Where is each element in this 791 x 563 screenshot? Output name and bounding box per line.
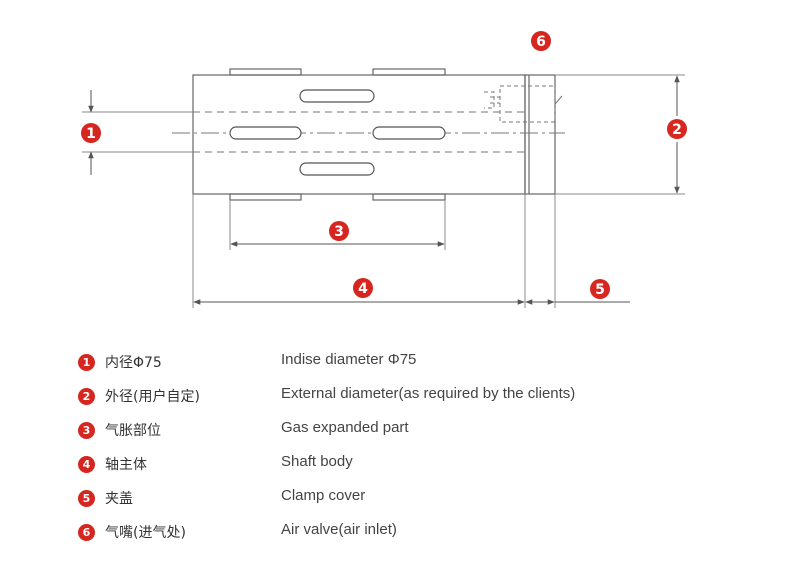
legend-label-en: Shaft body [281, 453, 353, 470]
callout-1: 1 [81, 123, 101, 143]
number-badge: 5 [78, 490, 95, 507]
dimension-outer-diameter [555, 74, 685, 195]
svg-text:6: 6 [536, 34, 546, 50]
number-badge: 2 [78, 388, 95, 405]
callout-6: 6 [531, 31, 551, 51]
dimension-shaft-body [192, 194, 526, 308]
legend-label-cn: 内径Φ75 [105, 355, 162, 371]
legend-item: 4 轴主体 Shaft body [78, 450, 718, 484]
legend-label-cn: 外径(用户自定) [105, 389, 200, 405]
legend-label-cn: 气胀部位 [105, 423, 161, 439]
dimension-gas-expanded-part [229, 200, 446, 250]
legend-label-cn: 夹盖 [105, 491, 133, 507]
dimension-inner-diameter [82, 90, 193, 175]
svg-text:3: 3 [334, 224, 344, 240]
shaft-technical-drawing: 1 2 3 4 5 6 [81, 31, 687, 308]
legend-item: 1 内径Φ75 Indise diameter Φ75 [78, 348, 718, 382]
legend-item: 6 气嘴(进气处) Air valve(air inlet) [78, 518, 718, 552]
inner-bore-hidden-lines [193, 111, 525, 153]
number-badge: 4 [78, 456, 95, 473]
expansion-slots [229, 89, 446, 176]
svg-text:5: 5 [595, 282, 605, 298]
legend-label-en: Indise diameter Φ75 [281, 351, 417, 368]
air-valve [484, 85, 563, 123]
number-badge: 1 [78, 354, 95, 371]
legend: 1 内径Φ75 Indise diameter Φ75 2 外径(用户自定) E… [78, 348, 718, 552]
legend-label-cn: 气嘴(进气处) [105, 525, 186, 541]
legend-item: 3 气胀部位 Gas expanded part [78, 416, 718, 450]
legend-label-en: Clamp cover [281, 487, 366, 504]
svg-text:2: 2 [672, 122, 682, 138]
legend-item: 2 外径(用户自定) External diameter(as required… [78, 382, 718, 416]
number-badge: 6 [78, 524, 95, 541]
dimension-clamp-cover [525, 194, 630, 308]
number-badge: 3 [78, 422, 95, 439]
callout-5: 5 [590, 279, 610, 299]
svg-text:4: 4 [358, 281, 368, 297]
svg-text:1: 1 [86, 126, 96, 142]
legend-item: 5 夹盖 Clamp cover [78, 484, 718, 518]
legend-label-en: Air valve(air inlet) [281, 521, 397, 538]
legend-label-en: External diameter(as required by the cli… [281, 385, 576, 402]
callout-3: 3 [329, 221, 349, 241]
legend-label-cn: 轴主体 [105, 457, 147, 473]
legend-label-en: Gas expanded part [281, 419, 409, 436]
clamp-cover [524, 74, 556, 195]
callout-4: 4 [353, 278, 373, 298]
callout-2: 2 [667, 119, 687, 139]
